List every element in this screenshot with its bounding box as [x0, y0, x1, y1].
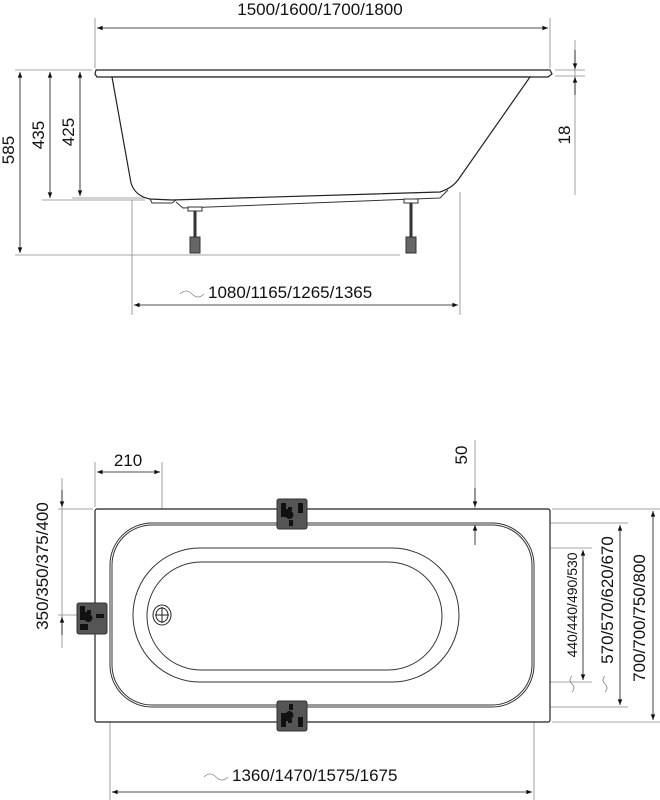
tub-rim — [94, 69, 553, 78]
drain-icon — [152, 604, 172, 626]
rim-height-425-label: 425 — [59, 118, 78, 146]
drain-position-label: 350/350/375/400 — [33, 502, 52, 630]
overall-length-label: 1500/1600/1700/1800 — [237, 0, 402, 19]
drain-offset-label: 210 — [114, 451, 142, 470]
mounting-bracket-top — [276, 498, 308, 530]
tub-basin — [132, 547, 460, 683]
tub-inner-rim — [109, 522, 535, 708]
tub-bottom — [146, 561, 443, 671]
leg-left — [187, 206, 203, 254]
mounting-bracket-bottom — [276, 700, 308, 732]
mounting-bracket-left — [76, 602, 108, 635]
overall-width-label: 700/700/750/800 — [630, 554, 649, 682]
leg-right — [403, 198, 419, 254]
leg-spacing-label: 1080/1165/1265/1365 — [208, 283, 372, 302]
approx-icon — [179, 290, 205, 298]
inner-width-label: 570/570/620/670 — [598, 536, 617, 664]
total-height-label: 585 — [0, 136, 18, 164]
approx-icon — [203, 773, 229, 781]
rim-height-435-label: 435 — [29, 121, 48, 149]
inner-length-label: 1360/1470/1575/1675 — [232, 766, 397, 785]
rim-offset-label: 50 — [452, 446, 471, 465]
rim-thickness-label: 18 — [555, 126, 574, 145]
tub-body — [111, 76, 532, 201]
bottom-width-label: 440/440/490/530 — [564, 552, 580, 657]
plan-view: 210 50 350/350/375/400 440/440/490/530 5… — [33, 440, 660, 800]
approx-icon — [569, 675, 575, 693]
approx-icon — [602, 675, 608, 693]
side-view: 1500/1600/1700/1800 585 435 425 18 1080/… — [0, 0, 585, 315]
